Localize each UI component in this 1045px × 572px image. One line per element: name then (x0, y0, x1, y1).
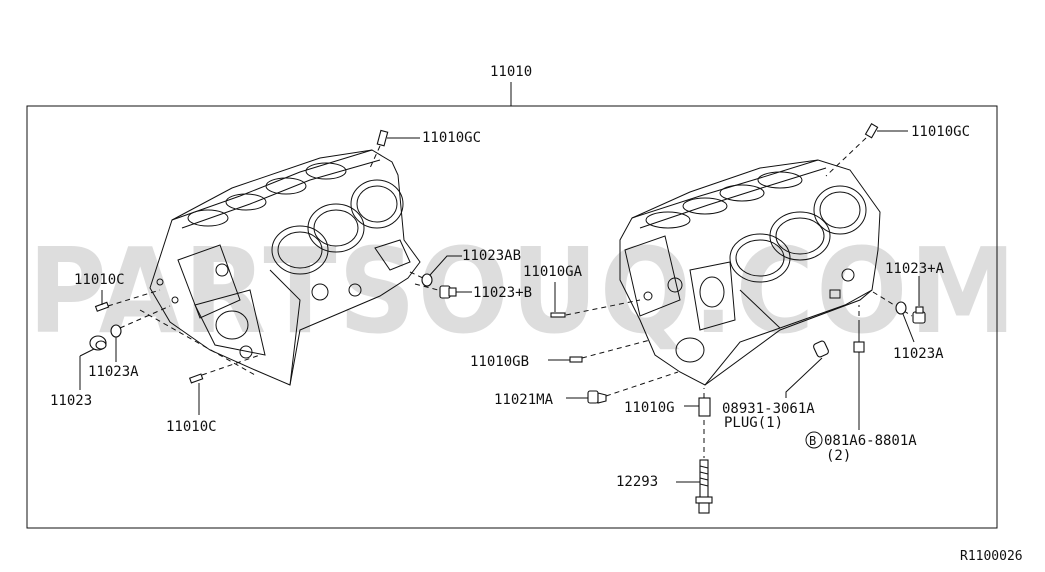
label-11010ga[interactable]: 11010GA (523, 264, 583, 280)
label-11010gc-left[interactable]: 11010GC (422, 130, 481, 146)
label-11010c-left[interactable]: 11010C (74, 272, 125, 288)
label-11023a-plus[interactable]: 11023+A (885, 261, 945, 277)
label-11021ma[interactable]: 11021MA (494, 392, 554, 408)
label-11010gc-right[interactable]: 11010GC (911, 124, 970, 140)
reference-code: R1100026 (960, 549, 1023, 564)
left-engine-block[interactable] (149, 149, 421, 386)
main-part-number[interactable]: 11010 (490, 64, 532, 80)
label-11010g[interactable]: 11010G (624, 400, 675, 416)
label-081a6-8801a[interactable]: 081A6-8801A (824, 433, 917, 449)
label-11023a-left[interactable]: 11023A (88, 364, 139, 380)
label-bolt-qty: (2) (826, 448, 851, 464)
label-12293[interactable]: 12293 (616, 474, 658, 490)
label-plug-qty: PLUG(1) (724, 415, 783, 431)
label-11023a-right[interactable]: 11023A (893, 346, 944, 362)
label-11010gb[interactable]: 11010GB (470, 354, 529, 370)
left-parts (79, 129, 472, 415)
label-11023ab[interactable]: 11023AB (462, 248, 521, 264)
watermark-text: PARTSOUQ.COM (28, 222, 1018, 360)
label-08931-3061a[interactable]: 08931-3061A (722, 401, 815, 417)
label-11023[interactable]: 11023 (50, 393, 92, 409)
right-parts (548, 123, 926, 514)
diagram-frame (26, 105, 998, 529)
label-11010c-bottom[interactable]: 11010C (166, 419, 217, 435)
right-engine-block[interactable] (619, 159, 881, 386)
label-11023b[interactable]: 11023+B (473, 285, 532, 301)
b-symbol: B (809, 434, 816, 448)
